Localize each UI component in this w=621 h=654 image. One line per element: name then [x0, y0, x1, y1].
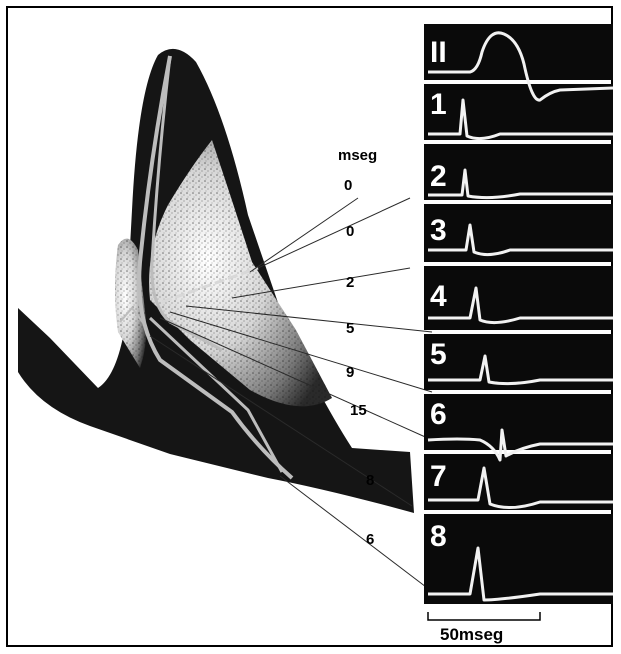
trace-label-5: 5 — [430, 338, 447, 371]
scale-bar-line — [428, 612, 540, 620]
scale-bar-label: 50mseg — [440, 625, 503, 644]
trace-labels: II 1 2 3 4 5 6 7 8 — [430, 36, 447, 553]
trace-label-4: 4 — [430, 280, 447, 313]
trace-panel-6 — [424, 394, 613, 450]
time-label: 6 — [366, 531, 374, 548]
trace-label-8: 8 — [430, 520, 447, 553]
unit-label: mseg — [338, 147, 377, 164]
trace-label-3: 3 — [430, 214, 447, 247]
trace-panel-3 — [424, 204, 613, 262]
trace-label-2: 2 — [430, 160, 447, 193]
trace-panel-4 — [424, 266, 613, 330]
time-label: 5 — [346, 320, 354, 337]
trace-panel-1 — [424, 84, 613, 140]
trace-label-6: 6 — [430, 398, 447, 431]
time-label: 0 — [344, 177, 352, 194]
scale-bar: 50mseg — [428, 612, 540, 644]
time-label: 9 — [346, 364, 354, 381]
time-label: 8 — [366, 472, 374, 489]
time-label: 0 — [346, 223, 354, 240]
trace-label-7: 7 — [430, 460, 447, 493]
trace-panel-8 — [424, 514, 613, 604]
heart-section — [18, 49, 414, 513]
trace-panels — [424, 24, 613, 604]
trace-panel-2 — [424, 144, 613, 200]
trace-label-ii: II — [430, 36, 447, 69]
trace-label-1: 1 — [430, 88, 447, 121]
time-label: 15 — [350, 402, 367, 419]
trace-panel-5 — [424, 334, 613, 390]
time-label: 2 — [346, 274, 354, 291]
